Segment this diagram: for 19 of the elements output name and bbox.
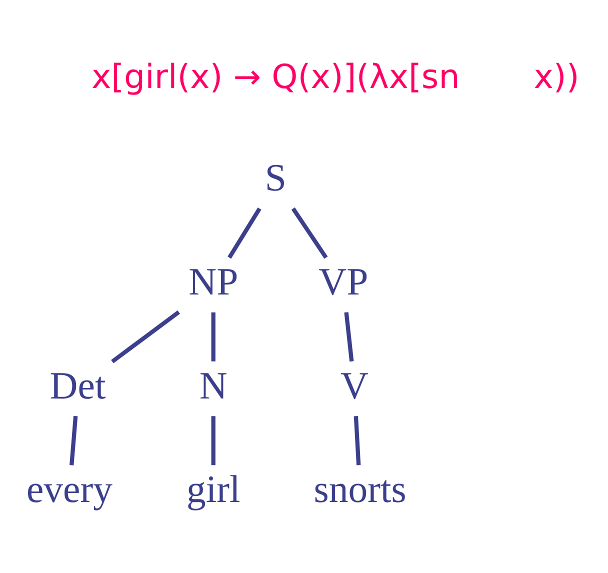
node-text: snorts (314, 468, 406, 511)
node-text: VP (318, 260, 368, 303)
connector (70, 415, 78, 465)
node-text: S (264, 156, 286, 200)
connector (211, 312, 216, 361)
node-text: V (340, 364, 368, 407)
connector (211, 416, 216, 465)
label: x)) (534, 56, 580, 96)
node-text: every (26, 468, 112, 511)
connector (354, 415, 361, 465)
connector (344, 312, 354, 362)
node-text: girl (186, 468, 240, 511)
connector (291, 206, 328, 258)
connector (111, 310, 180, 363)
node-text: Det (50, 364, 106, 407)
node-text: NP (188, 260, 238, 303)
connector (228, 206, 262, 258)
label: x[girl(x) → Q(x)](λx[sn (91, 56, 460, 96)
node-text: N (199, 364, 228, 407)
